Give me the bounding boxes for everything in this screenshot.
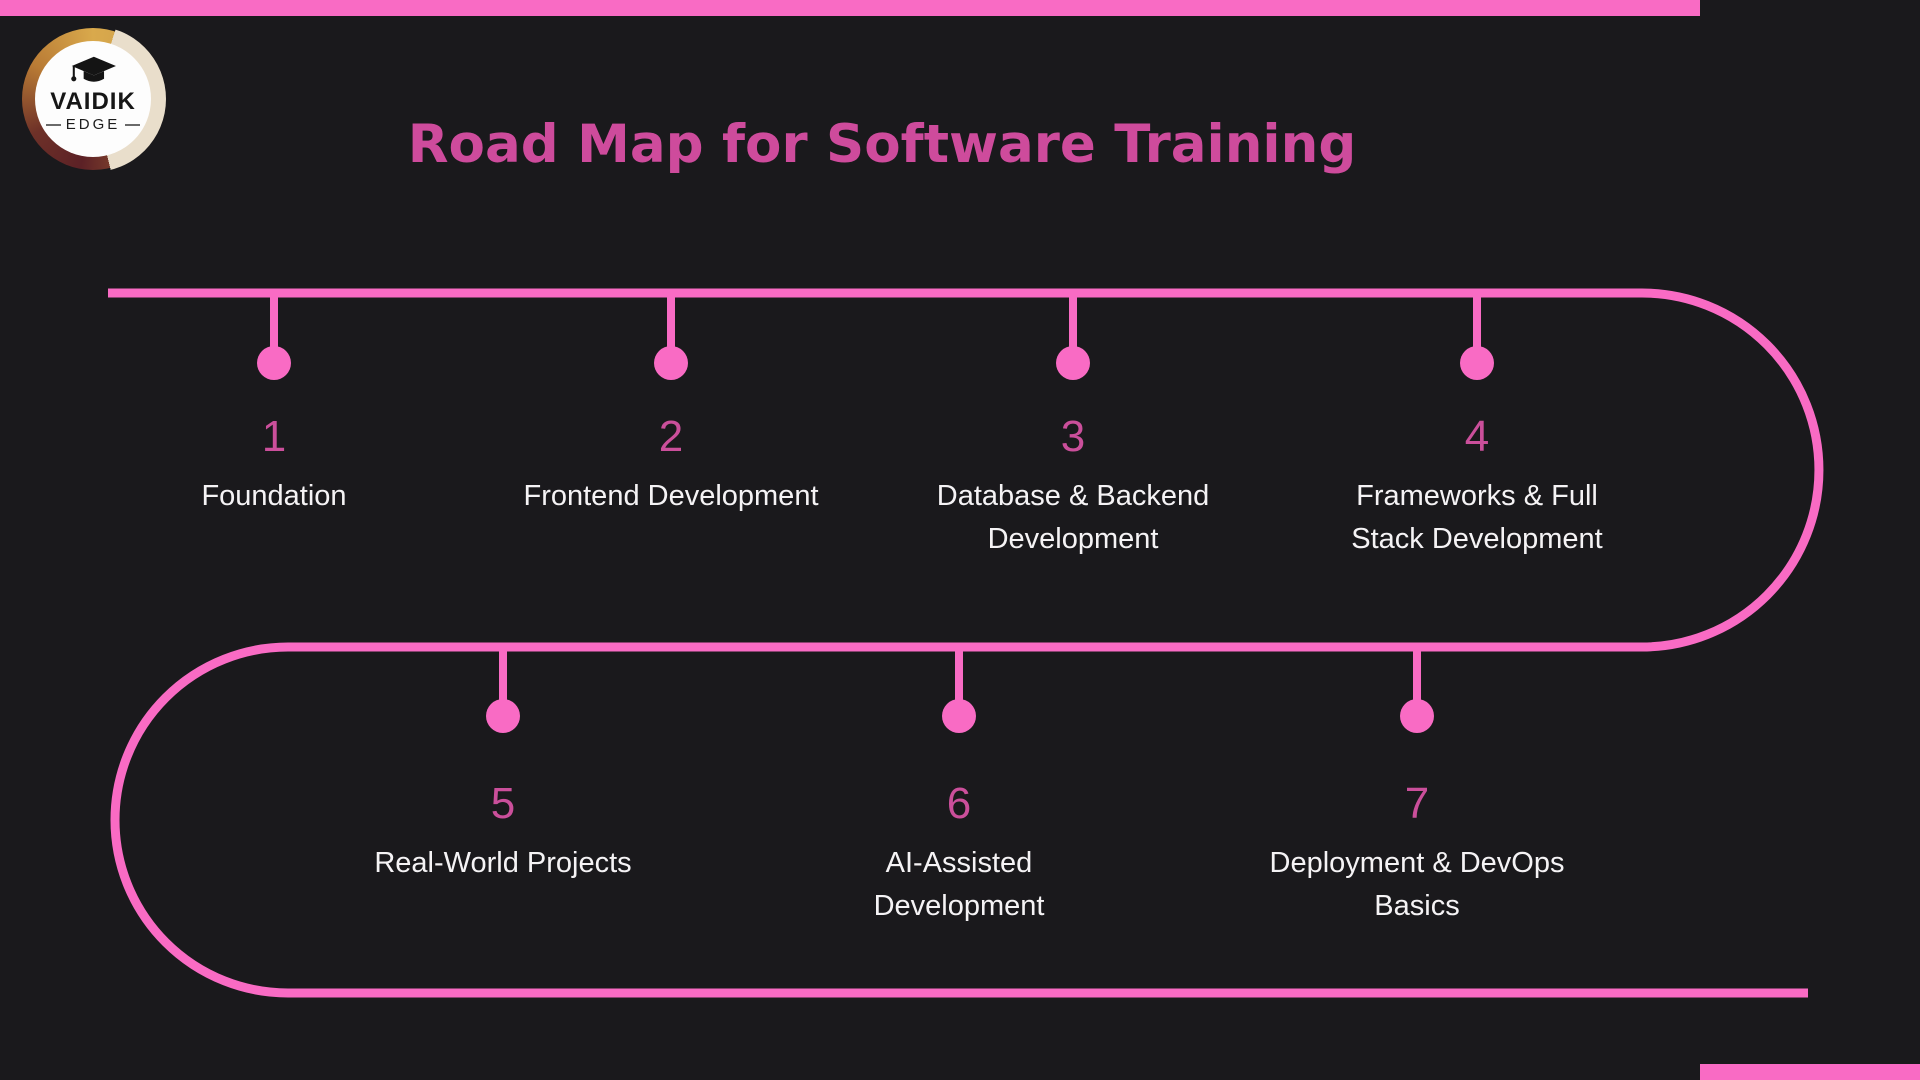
step-5-dot [486, 699, 520, 733]
step-7-label: Deployment & DevOps Basics [1269, 847, 1565, 922]
step-5-number: 5 [490, 779, 516, 828]
graduation-cap-icon [71, 56, 116, 82]
bottom-accent-bar [1700, 1064, 1920, 1080]
step-2-dot [654, 346, 688, 380]
step-3-dot [1056, 346, 1090, 380]
step-3-label: Database & Backend Development [936, 480, 1210, 555]
step-1: 1 Foundation [84, 415, 464, 518]
step-6-label: AI-Assisted Development [873, 847, 1045, 922]
step-2-number: 2 [658, 412, 684, 461]
step-1-dot [257, 346, 291, 380]
top-accent-bar [0, 0, 1700, 16]
step-4-dot [1460, 346, 1494, 380]
step-7-dot [1400, 699, 1434, 733]
step-6-number: 6 [946, 779, 972, 828]
timeline-path [108, 288, 1824, 998]
logo-dash-left [45, 124, 61, 126]
step-4-label: Frameworks & Full Stack Development [1351, 480, 1603, 555]
step-1-number: 1 [261, 412, 287, 461]
page-title: Road Map for Software Training [407, 114, 1357, 175]
step-7: 7 Deployment & DevOps Basics [1227, 782, 1607, 928]
logo-dash-right [125, 124, 141, 126]
logo-subtitle: EDGE [45, 115, 141, 135]
step-3-number: 3 [1060, 412, 1086, 461]
step-4: 4 Frameworks & Full Stack Development [1287, 415, 1667, 561]
step-2: 2 Frontend Development [481, 415, 861, 518]
step-7-number: 7 [1404, 779, 1430, 828]
step-5-label: Real-World Projects [374, 847, 632, 879]
step-6: 6 AI-Assisted Development [769, 782, 1149, 928]
step-2-label: Frontend Development [523, 480, 819, 512]
step-1-label: Foundation [201, 480, 347, 512]
logo-badge: VAIDIK EDGE [35, 41, 151, 157]
step-3: 3 Database & Backend Development [883, 415, 1263, 561]
step-4-number: 4 [1464, 412, 1490, 461]
logo: VAIDIK EDGE [20, 26, 166, 172]
step-6-dot [942, 699, 976, 733]
step-5: 5 Real-World Projects [313, 782, 693, 885]
logo-name: VAIDIK [50, 88, 136, 115]
logo-subtitle-text: EDGE [65, 116, 121, 133]
